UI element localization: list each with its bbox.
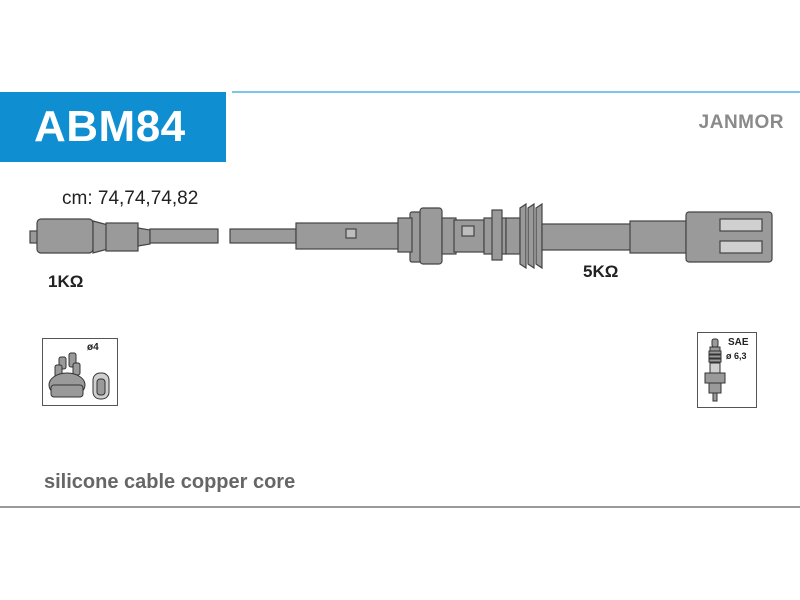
spark-plug-icon: SAE ø 6,3: [697, 332, 757, 408]
spark-plug-diameter: ø 6,3: [726, 351, 747, 361]
left-sleeve-taper: [137, 227, 151, 247]
right-terminal-slot-top: [719, 218, 763, 232]
cable-segment-2: [229, 228, 297, 244]
right-boot-neck: [629, 220, 687, 254]
left-connector-sleeve: [105, 222, 139, 252]
collar-right-b: [491, 209, 503, 261]
distributor-cap-icon: ø4: [42, 338, 118, 406]
header-divider: [232, 91, 800, 93]
distributor-icon-drawing: [48, 352, 110, 400]
right-cable-body: [541, 223, 635, 251]
mid-connector-notch: [345, 228, 357, 239]
product-description: silicone cable copper core: [44, 471, 296, 493]
rib-3: [535, 202, 543, 270]
collar-left-b: [419, 207, 443, 265]
rib-1: [519, 202, 527, 270]
rib-2: [527, 202, 535, 270]
cable-segment-1: [149, 228, 219, 244]
rib-base: [505, 217, 521, 255]
footer-divider: [0, 506, 800, 508]
spark-plug-drawing: [704, 338, 726, 402]
collar-left-c: [397, 217, 413, 253]
resistance-right: 5KΩ: [583, 262, 619, 281]
mid-connector-body: [295, 222, 413, 250]
ignition-cable-drawing: [29, 202, 773, 270]
cable-lengths: cm: 74,74,74,82: [62, 188, 199, 209]
resistance-left: 1KΩ: [48, 272, 84, 291]
product-code-banner: ABM84: [0, 92, 226, 162]
brand-name: JANMOR: [698, 112, 784, 133]
collar-mid-window: [461, 225, 475, 237]
distributor-diameter-label: ø4: [87, 342, 99, 353]
right-terminal-slot-bottom: [719, 240, 763, 254]
product-code: ABM84: [34, 102, 186, 151]
left-boot: [36, 218, 94, 254]
spark-plug-standard: SAE: [728, 337, 749, 348]
